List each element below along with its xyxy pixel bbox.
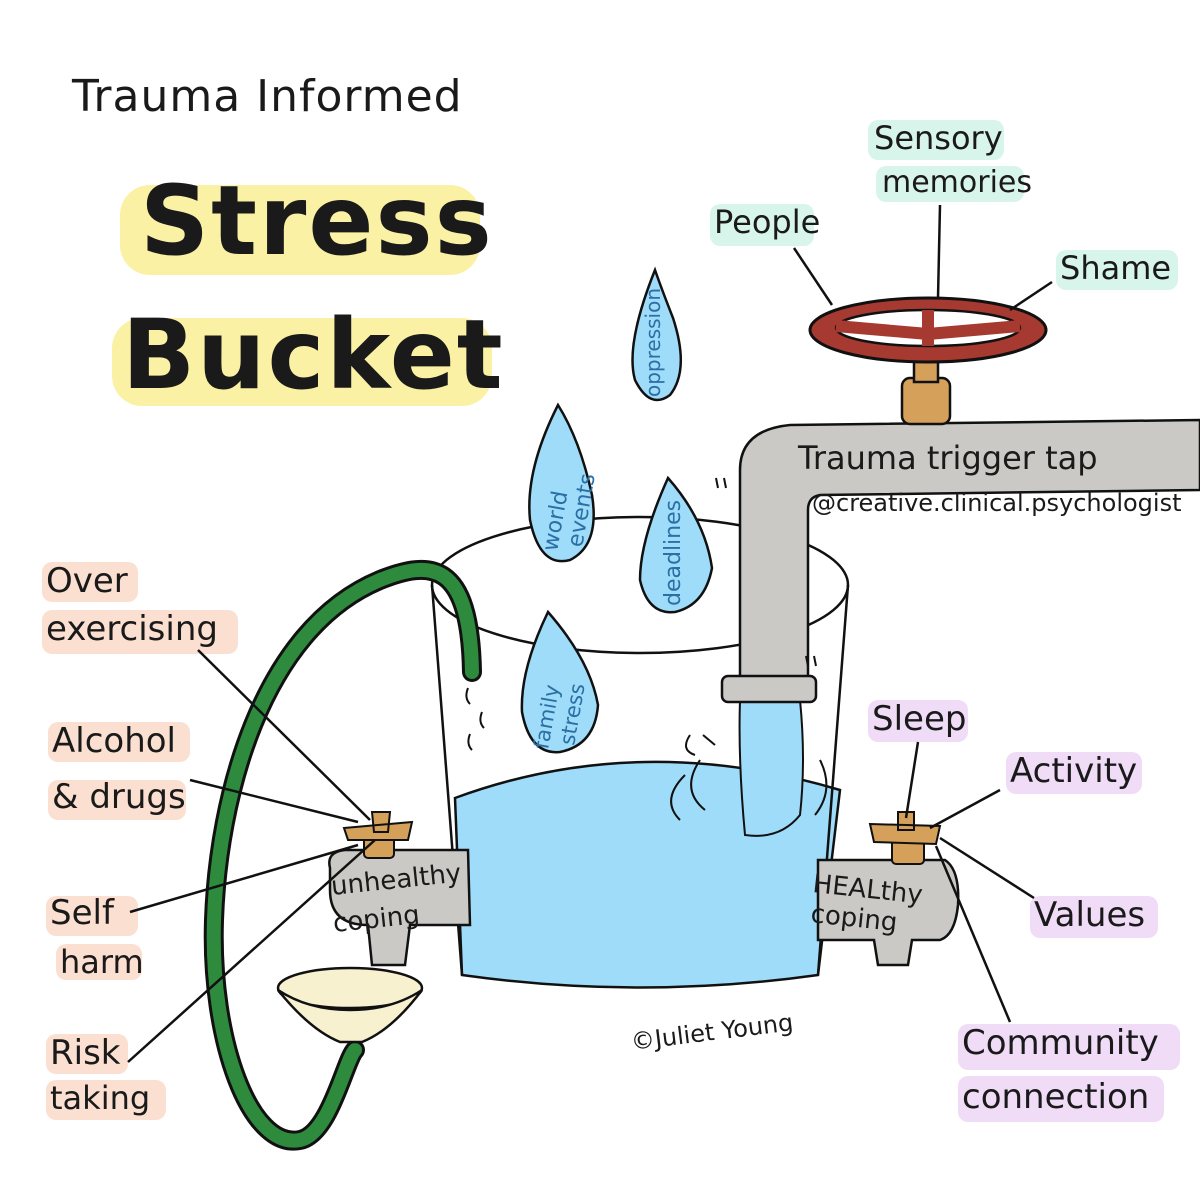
highlight-drugs <box>48 780 186 820</box>
title-highlight-bucket <box>112 318 492 406</box>
trauma-pipe <box>738 418 1200 682</box>
highlight-sensory <box>868 120 1004 160</box>
valve-stem <box>900 376 952 426</box>
highlight-risk <box>46 1034 128 1074</box>
drop-text-deadlines: deadlines <box>661 500 686 606</box>
community-connection-label-line2: connection <box>962 1077 1150 1117</box>
leader-alcohol <box>189 778 359 824</box>
over-exercising-label-line1: Over <box>46 561 128 601</box>
highlight-people <box>710 204 814 246</box>
self-harm-label-line2: harm <box>60 943 144 981</box>
shame-label: Shame <box>1060 249 1172 287</box>
highlight-taking <box>46 1080 166 1120</box>
self-harm-label-line1: Self <box>50 893 114 933</box>
highlight-self <box>46 896 138 936</box>
highlight-values <box>1030 896 1158 938</box>
tap-water-stream <box>738 699 804 837</box>
highlight-exercising <box>42 610 238 654</box>
title-line3: Bucket <box>122 299 505 411</box>
highlight-alcohol <box>48 722 190 762</box>
creator-handle: @creative.clinical.psychologist <box>812 489 1182 517</box>
title-highlight-stress <box>120 185 480 275</box>
unhealthy-tap-handle <box>342 811 414 841</box>
people-label: People <box>714 203 821 241</box>
healthy-tap-handle <box>868 811 942 846</box>
leader-risk-taking <box>127 839 376 1063</box>
risk-taking-label-line2: taking <box>50 1079 151 1117</box>
highlight-shame <box>1056 250 1178 290</box>
values-label: Values <box>1034 895 1146 935</box>
healthy-tap-body <box>816 858 960 967</box>
tap-marks <box>715 477 817 667</box>
sensory-label-line2: memories <box>882 165 1033 200</box>
leader-sensory <box>936 204 942 299</box>
risk-taking-label-line1: Risk <box>50 1033 121 1073</box>
highlight-harm <box>56 944 142 980</box>
highlight-activity <box>1006 752 1142 794</box>
highlight-sleep <box>868 700 968 742</box>
leader-sleep <box>904 741 920 819</box>
green-hose-fill <box>206 563 479 1148</box>
unhealthy-tap-body <box>328 848 472 967</box>
leader-self-harm <box>129 843 359 914</box>
drop-oppression <box>631 266 682 402</box>
leader-over-exercising <box>197 649 371 821</box>
drop-world-events <box>528 402 595 563</box>
highlight-community <box>958 1024 1180 1070</box>
pipe-nozzle <box>720 674 818 704</box>
activity-label: Activity <box>1010 751 1138 791</box>
alcohol-label-line2: & drugs <box>52 777 186 817</box>
alcohol-label-line1: Alcohol <box>52 721 176 761</box>
leader-people <box>792 247 834 306</box>
drop-family-stress <box>520 609 600 754</box>
trauma-trigger-tap-label: Trauma trigger tap <box>798 439 1098 477</box>
highlight-over <box>42 562 138 602</box>
community-connection-label-line1: Community <box>962 1023 1159 1063</box>
over-exercising-label-line2: exercising <box>46 609 218 649</box>
highlight-connection <box>958 1076 1164 1122</box>
valve-spokes <box>835 310 1021 346</box>
leader-community <box>934 845 1012 1023</box>
leader-shame <box>1009 280 1053 312</box>
hose-drips <box>465 687 485 751</box>
drop-deadlines <box>638 475 714 614</box>
sensory-label-line1: Sensory <box>874 119 1003 157</box>
sleep-label: Sleep <box>872 699 967 739</box>
leader-activity <box>929 788 1001 830</box>
splash-lines <box>670 734 828 821</box>
funnel-rim <box>276 966 424 1010</box>
title-line1: Trauma Informed <box>72 71 463 122</box>
funnel-body <box>277 988 423 1044</box>
highlight-memories <box>876 166 1024 202</box>
leader-values <box>939 836 1035 900</box>
title-line2: Stress <box>140 165 494 277</box>
copyright-text: ©Juliet Young <box>629 1008 794 1056</box>
drop-text-oppression: oppression <box>641 288 665 397</box>
